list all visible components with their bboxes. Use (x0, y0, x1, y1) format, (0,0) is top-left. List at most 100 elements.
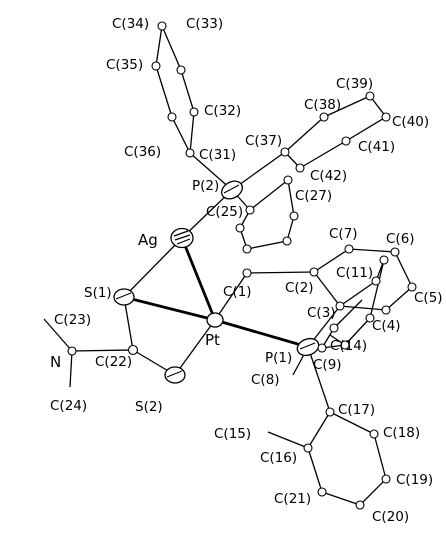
bond-c25-c27 (249, 179, 289, 211)
atom-c14 (340, 340, 350, 350)
bond-ag-p2 (181, 189, 233, 239)
atom-c6 (390, 247, 400, 257)
atom-c7 (344, 244, 354, 254)
bond-c16-c17 (307, 411, 331, 449)
atom-p2 (221, 180, 243, 200)
bond-c20-c21 (321, 491, 361, 506)
bond-c40-c41 (345, 116, 387, 142)
atom-c5 (407, 282, 417, 292)
label-c40: C(40) (392, 114, 429, 130)
atom-c30 (242, 244, 252, 254)
atom-c40 (381, 112, 391, 122)
bond-c13-c12 (333, 299, 363, 329)
label-c33: C(33) (186, 16, 223, 32)
atom-c26 (235, 223, 245, 233)
atom-c4 (381, 305, 391, 315)
atom-labels: Ag Pt P(2) P(1) S(1) S(2) N C(1) C(2) C(… (50, 16, 443, 525)
label-c18: C(18) (383, 425, 420, 441)
bond-ag-s1 (123, 237, 183, 298)
atom-s2 (164, 366, 186, 384)
atom-c34 (157, 21, 167, 31)
bond-n-c23 (43, 318, 73, 352)
label-c2: C(2) (285, 280, 314, 296)
atom-c21 (317, 487, 327, 497)
atom-c19 (381, 474, 391, 484)
label-c21: C(21) (274, 491, 311, 507)
label-c37: C(37) (245, 133, 282, 149)
bond-ag-pt (180, 237, 217, 321)
atom-c33 (176, 65, 186, 75)
bond-c38-c39 (323, 95, 371, 118)
bond-c34-c35 (155, 25, 163, 67)
label-c31: C(31) (199, 147, 236, 163)
bonds (43, 25, 413, 506)
atom-c13 (329, 323, 339, 333)
label-c8: C(8) (251, 372, 280, 388)
label-c22: C(22) (95, 354, 132, 370)
bond-p2-c31 (189, 152, 233, 191)
atom-c20 (355, 500, 365, 510)
bond-c7-c6 (348, 248, 396, 253)
bond-c6-c5 (394, 251, 413, 288)
label-ag: Ag (138, 231, 158, 249)
bond-c35-c36 (155, 65, 173, 118)
atom-c18 (369, 429, 379, 439)
atom-c25 (245, 205, 255, 215)
label-c35: C(35) (106, 57, 143, 73)
bond-c36-c31 (171, 116, 191, 154)
label-n: N (50, 353, 61, 371)
atom-c32 (189, 107, 199, 117)
bond-p1-c17 (307, 346, 331, 413)
label-c7: C(7) (329, 226, 358, 242)
bond-c41-c42 (299, 140, 347, 169)
atom-c38 (319, 112, 329, 122)
label-c24: C(24) (50, 398, 87, 414)
atom-c11 (371, 276, 381, 286)
atom-c28 (289, 211, 299, 221)
label-s1: S(1) (84, 285, 112, 301)
label-p2: P(2) (192, 178, 219, 194)
atom-c12 (365, 313, 375, 323)
atom-s1 (113, 288, 135, 306)
label-c14: C(14) (330, 338, 367, 354)
bond-c10-c12 (369, 259, 385, 319)
label-c23: C(23) (54, 312, 91, 328)
label-c34: C(34) (112, 16, 149, 32)
label-c1: C(1) (223, 284, 252, 300)
atom-c17 (325, 407, 335, 417)
label-c3: C(3) (307, 305, 336, 321)
bond-c3-c2 (313, 271, 341, 307)
label-c41: C(41) (358, 139, 395, 155)
label-c39: C(39) (336, 76, 373, 92)
atom-ag (170, 227, 194, 249)
atom-c42 (295, 163, 305, 173)
label-c16: C(16) (260, 450, 297, 466)
label-c27: C(27) (295, 188, 332, 204)
label-c25: C(25) (206, 204, 243, 220)
atom-c2 (309, 267, 319, 277)
label-c20: C(20) (372, 509, 409, 525)
atom-c35 (151, 61, 161, 71)
label-c42: C(42) (310, 168, 347, 184)
atom-c22 (127, 344, 139, 356)
atom-c41 (341, 136, 351, 146)
label-c17: C(17) (338, 402, 375, 418)
label-c9: C(9) (313, 357, 342, 373)
label-c4: C(4) (372, 318, 401, 334)
bond-c2-c7 (313, 248, 350, 273)
bond-c22-n (71, 349, 134, 352)
atom-c36 (167, 112, 177, 122)
bond-c4-c3 (339, 305, 387, 311)
label-s2: S(2) (135, 399, 163, 415)
bond-pt-p1 (214, 318, 309, 349)
atom-c29 (282, 236, 292, 246)
label-c6: C(6) (386, 231, 415, 247)
bond-pt-c1 (214, 272, 248, 321)
bond-c12-c14 (344, 317, 371, 346)
bond-c37-c38 (284, 116, 325, 153)
bond-n-c24 (69, 350, 73, 388)
bond-c3-c11 (339, 280, 377, 307)
label-p1: P(1) (265, 350, 292, 366)
bond-c29-c30 (246, 240, 288, 250)
